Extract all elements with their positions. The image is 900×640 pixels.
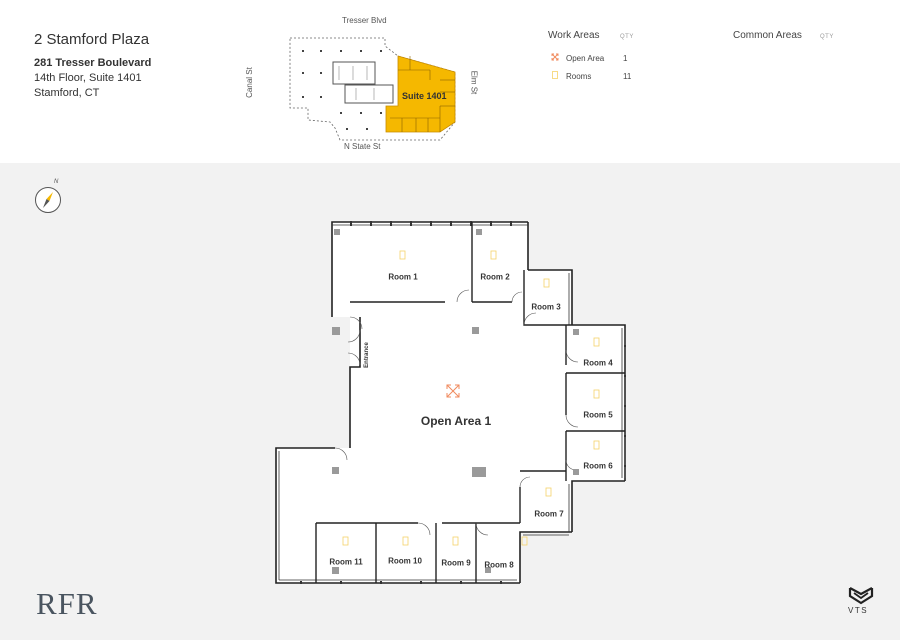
room-3-label[interactable]: Room 3	[531, 302, 561, 312]
interior-walls	[315, 222, 625, 583]
room-4-label[interactable]: Room 4	[583, 358, 613, 368]
vts-logo-text: VTS	[848, 606, 869, 615]
room-markers	[342, 250, 600, 546]
room-8-label[interactable]: Room 8	[484, 560, 514, 570]
room-2-label[interactable]: Room 2	[480, 272, 510, 282]
room-10-label[interactable]: Room 10	[388, 556, 422, 566]
room-1-label[interactable]: Room 1	[388, 272, 418, 282]
room-5-label[interactable]: Room 5	[583, 410, 613, 420]
compass-icon	[35, 187, 61, 213]
room-6-label[interactable]: Room 6	[583, 461, 613, 471]
door-swings	[334, 289, 579, 536]
room-icon	[552, 71, 558, 79]
legend-item-rooms: Rooms	[566, 72, 592, 81]
floor-plan-drawing	[275, 221, 626, 584]
key-plan-drawing	[289, 37, 456, 141]
building-outline	[289, 37, 456, 141]
room-7-label[interactable]: Room 7	[534, 509, 564, 519]
legend-count-rooms: 11	[623, 72, 632, 81]
rfr-logo: RFR	[36, 586, 98, 621]
columns	[332, 229, 579, 574]
floor-suite: 14th Floor, Suite 1401	[34, 72, 142, 84]
legend-work-qty-header: QTY	[620, 34, 634, 40]
street-bottom: N State St	[344, 142, 381, 151]
core-top	[332, 61, 376, 85]
legend-common-qty-header: QTY	[820, 34, 834, 40]
building-address: 281 Tresser Boulevard	[34, 57, 152, 69]
suite-label: Suite 1401	[402, 91, 447, 101]
street-right: Elm St	[469, 70, 479, 95]
room-9-label[interactable]: Room 9	[441, 558, 471, 568]
legend-count-open-area: 1	[623, 54, 628, 63]
city-state: Stamford, CT	[34, 87, 100, 99]
compass-north-label: N	[54, 179, 59, 185]
building-name: 2 Stamford Plaza	[34, 31, 150, 48]
suite-highlight	[385, 55, 456, 133]
floor-area	[276, 222, 625, 583]
window-mullions	[278, 224, 626, 581]
open-area-icon	[551, 53, 559, 61]
open-area-marker	[446, 384, 460, 398]
entrance-label: Entrance	[364, 342, 370, 368]
legend-item-open-area: Open Area	[566, 54, 605, 63]
room-11-label[interactable]: Room 11	[329, 557, 363, 567]
window-ticks	[300, 221, 626, 584]
key-plan-columns	[302, 50, 382, 130]
floor-plan: Room 1 Room 2 Room 3 Room 4 Room 5 Room …	[260, 205, 640, 595]
core-bottom	[344, 84, 394, 104]
legend-common-areas-title: Common Areas	[733, 30, 802, 41]
key-plan: Tresser Blvd N State St Canal St Elm St …	[240, 10, 490, 155]
open-area-1-label[interactable]: Open Area 1	[420, 414, 492, 428]
legend-work-areas-title: Work Areas	[548, 30, 600, 41]
vts-logo-icon	[848, 587, 874, 605]
street-left: Canal St	[244, 67, 254, 98]
street-top: Tresser Blvd	[342, 16, 387, 25]
exterior-walls	[275, 221, 626, 584]
